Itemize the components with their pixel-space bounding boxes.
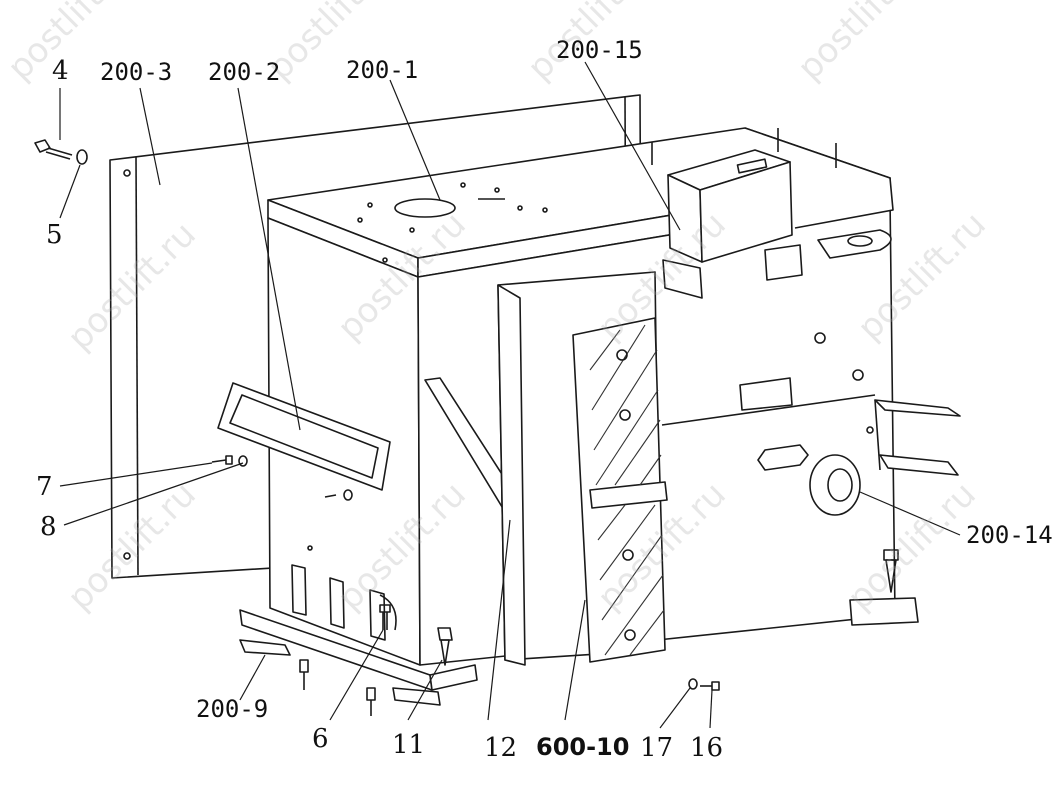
lifting-lug (817, 229, 892, 259)
callout-4: 4 (52, 56, 69, 86)
pad-11 (392, 687, 441, 706)
left-side-slots (291, 545, 397, 641)
washer-17 (688, 678, 698, 690)
leader-lines (59, 61, 961, 729)
bolt-11 (366, 627, 453, 716)
ring-washer (809, 454, 861, 516)
bolt-4 (34, 139, 73, 160)
callout-200-3: 200-3 (100, 58, 173, 86)
callout-11: 11 (392, 730, 426, 760)
front-wall-details (661, 332, 876, 434)
right-bracket (757, 399, 961, 476)
screw-right (883, 549, 899, 593)
callout-200-15: 200-15 (556, 36, 643, 64)
callout-6: 6 (312, 724, 329, 754)
screw-16 (700, 681, 720, 691)
callout-5: 5 (46, 220, 63, 250)
base-rail (239, 597, 919, 691)
callout-17: 17 (640, 733, 674, 763)
callout-16: 16 (690, 733, 724, 763)
pad-holes (616, 349, 636, 641)
callout-12: 12 (484, 733, 518, 763)
top-cover-details (357, 182, 548, 263)
callout-8: 8 (40, 512, 57, 542)
top-pins (651, 128, 837, 168)
bolt-6 (379, 604, 391, 630)
screw-7 (211, 455, 233, 465)
callout-200-9: 200-9 (196, 695, 269, 723)
washer-5 (76, 149, 88, 165)
callout-200-14: 200-14 (966, 521, 1053, 549)
screw-mid (324, 489, 353, 501)
label-plate (217, 382, 391, 491)
callout-600-10: 600-10 (536, 733, 630, 761)
bolt-lower (299, 659, 309, 690)
top-bracket-box (662, 149, 803, 299)
pad-hatching (589, 324, 665, 656)
hatched-pad (572, 317, 668, 663)
washer-8 (238, 455, 248, 467)
callout-200-1: 200-1 (346, 56, 419, 84)
callout-7: 7 (36, 472, 53, 502)
pad-200-9 (239, 639, 291, 656)
callout-200-2: 200-2 (208, 58, 281, 86)
